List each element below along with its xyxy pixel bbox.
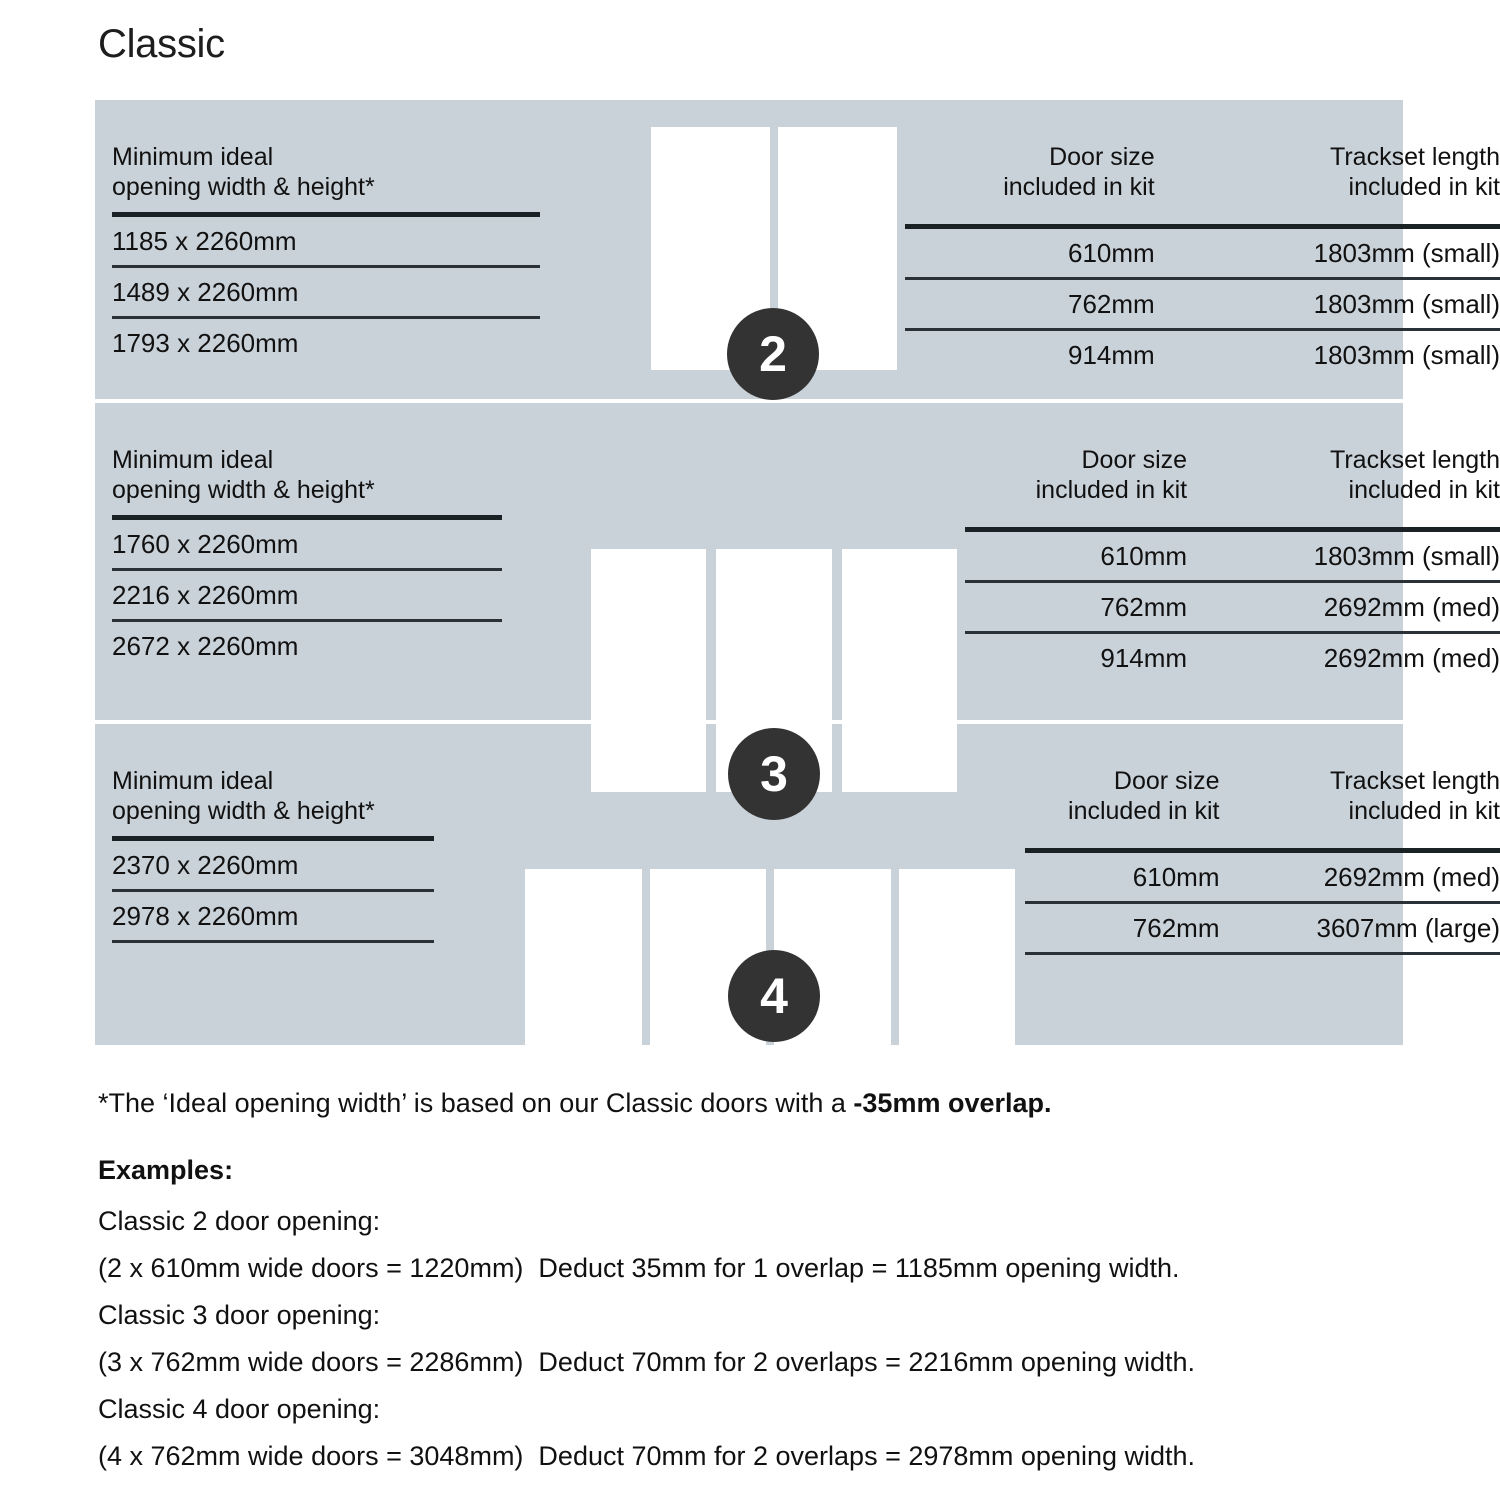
row-rule	[1025, 901, 1500, 904]
section-2-door: Minimum ideal opening width & height* 11…	[95, 100, 1500, 400]
opening-column-2-door: Minimum ideal opening width & height* 11…	[112, 142, 540, 367]
door-panel	[525, 869, 642, 1112]
section-3-door: Minimum ideal opening width & height* 17…	[95, 403, 1500, 820]
opening-column-header: Minimum ideal opening width & height*	[112, 143, 375, 201]
door-size-value: 610mm	[1100, 541, 1188, 571]
door-panel	[898, 869, 1015, 1112]
row-rule	[112, 940, 434, 943]
examples-list: Classic 2 door opening: (2 x 610mm wide …	[98, 1198, 1195, 1480]
table-row: 762mm 2692mm (med)	[965, 583, 1500, 631]
trackset-value: 2692mm (med)	[1323, 592, 1500, 622]
example-line: Classic 4 door opening:	[98, 1394, 381, 1424]
door-size-column: Door size included in kit	[965, 445, 1211, 505]
door-size-value: 762mm	[1067, 289, 1155, 319]
header-rule	[905, 224, 1500, 229]
row-rule	[965, 631, 1500, 634]
row-rule	[905, 277, 1500, 280]
door-diagram-4-panel	[525, 869, 1015, 1112]
door-size-value: 762mm	[1132, 913, 1220, 943]
table-row: 914mm 1803mm (small)	[905, 331, 1500, 379]
header-rule	[112, 515, 502, 520]
opening-value: 1760 x 2260mm	[112, 529, 299, 559]
overlap-footnote: *The ‘Ideal opening width’ is based on o…	[98, 1085, 1052, 1121]
row-rule	[965, 580, 1500, 583]
footnote-emphasis: -35mm overlap.	[853, 1088, 1052, 1118]
section-divider-1	[95, 399, 1403, 403]
opening-value: 1793 x 2260mm	[112, 328, 299, 358]
row-rule	[112, 889, 434, 892]
section-4-door: Minimum ideal opening width & height* 23…	[95, 724, 1500, 1112]
kit-columns-4-door: Door size included in kit Trackset lengt…	[1025, 766, 1500, 826]
door-size-column: Door size included in kit	[1025, 766, 1244, 826]
header-rule	[965, 527, 1500, 532]
trackset-header: Trackset length included in kit	[1330, 143, 1500, 201]
door-size-value: 914mm	[1067, 340, 1155, 370]
door-count-badge: 2	[727, 308, 819, 400]
sizing-table-panel: Minimum ideal opening width & height* 11…	[95, 100, 1500, 1112]
row-rule	[905, 328, 1500, 331]
trackset-column: Trackset length included in kit	[1179, 142, 1500, 202]
trackset-value: 2692mm (med)	[1323, 862, 1500, 892]
row-rule	[112, 619, 502, 622]
door-size-value: 762mm	[1100, 592, 1188, 622]
trackset-value: 2692mm (med)	[1323, 643, 1500, 673]
table-row: 762mm 1803mm (small)	[905, 280, 1500, 328]
door-count-badge: 4	[728, 950, 820, 1042]
door-count-badge: 3	[728, 728, 820, 820]
example-line: Classic 2 door opening:	[98, 1206, 381, 1236]
trackset-column: Trackset length included in kit	[1244, 766, 1500, 826]
table-row: 914mm 2692mm (med)	[965, 634, 1500, 682]
header-rule	[112, 836, 434, 841]
opening-column-header: Minimum ideal opening width & height*	[112, 767, 375, 825]
trackset-value: 3607mm (large)	[1316, 913, 1500, 943]
trackset-column: Trackset length included in kit	[1211, 445, 1500, 505]
trackset-value: 1803mm (small)	[1313, 289, 1500, 319]
door-size-header: Door size included in kit	[1035, 446, 1188, 504]
opening-value: 2216 x 2260mm	[112, 580, 299, 610]
door-size-header: Door size included in kit	[1068, 767, 1220, 825]
door-size-value: 914mm	[1100, 643, 1188, 673]
kit-rows-2-door: 610mm 1803mm (small) 762mm 1803mm (small…	[905, 224, 1500, 379]
example-line: Classic 3 door opening:	[98, 1300, 381, 1330]
row-rule	[112, 568, 502, 571]
opening-value: 2978 x 2260mm	[112, 901, 299, 931]
page-title: Classic	[98, 22, 225, 66]
opening-value: 2672 x 2260mm	[112, 631, 299, 661]
table-row: 610mm 1803mm (small)	[905, 229, 1500, 277]
example-line: (4 x 762mm wide doors = 3048mm) Deduct 7…	[98, 1441, 1196, 1471]
table-row: 610mm 1803mm (small)	[965, 532, 1500, 580]
trackset-header: Trackset length included in kit	[1330, 767, 1500, 825]
opening-column-4-door: Minimum ideal opening width & height* 23…	[112, 766, 434, 943]
opening-column-3-door: Minimum ideal opening width & height* 17…	[112, 445, 502, 670]
door-panel	[841, 549, 957, 792]
row-rule	[112, 316, 540, 319]
opening-column-header: Minimum ideal opening width & height*	[112, 446, 375, 504]
footnote-text: *The ‘Ideal opening width’ is based on o…	[98, 1088, 854, 1118]
examples-heading: Examples:	[98, 1155, 234, 1185]
table-row: 610mm 2692mm (med)	[1025, 853, 1500, 901]
opening-value: 1185 x 2260mm	[112, 226, 297, 256]
trackset-value: 1803mm (small)	[1313, 541, 1500, 571]
header-rule	[1025, 848, 1500, 853]
table-row: 762mm 3607mm (large)	[1025, 904, 1500, 952]
example-line: (2 x 610mm wide doors = 1220mm) Deduct 3…	[98, 1253, 1180, 1283]
trackset-value: 1803mm (small)	[1313, 340, 1500, 370]
header-rule	[112, 212, 540, 217]
kit-columns-3-door: Door size included in kit Trackset lengt…	[965, 445, 1500, 505]
door-size-header: Door size included in kit	[1003, 143, 1155, 201]
kit-columns-2-door: Door size included in kit Trackset lengt…	[905, 142, 1500, 202]
kit-rows-3-door: 610mm 1803mm (small) 762mm 2692mm (med) …	[965, 527, 1500, 682]
trackset-value: 1803mm (small)	[1313, 238, 1500, 268]
door-size-value: 610mm	[1067, 238, 1155, 268]
door-panel	[591, 549, 707, 792]
row-rule	[112, 265, 540, 268]
trackset-header: Trackset length included in kit	[1330, 446, 1500, 504]
door-size-value: 610mm	[1132, 862, 1220, 892]
door-size-column: Door size included in kit	[905, 142, 1179, 202]
opening-value: 1489 x 2260mm	[112, 277, 299, 307]
example-line: (3 x 762mm wide doors = 2286mm) Deduct 7…	[98, 1347, 1196, 1377]
kit-rows-4-door: 610mm 2692mm (med) 762mm 3607mm (large)	[1025, 848, 1500, 955]
opening-value: 2370 x 2260mm	[112, 850, 299, 880]
row-rule	[1025, 952, 1500, 955]
